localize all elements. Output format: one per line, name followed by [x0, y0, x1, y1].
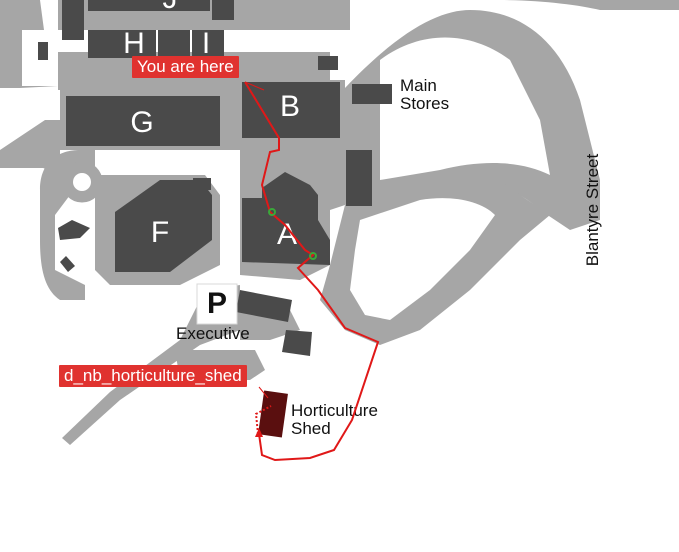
buildings [58, 0, 392, 438]
executive-label: Executive [176, 324, 250, 343]
building-f[interactable] [115, 180, 212, 272]
building-b-label: B [280, 90, 300, 123]
route-dotted-end [254, 405, 272, 435]
building-g-label: G [130, 106, 153, 139]
main-stores-label-line2: Stores [400, 94, 449, 113]
you-are-here-tag: You are here [132, 56, 239, 78]
route [244, 81, 380, 462]
waypoint-marker-icon [268, 208, 317, 260]
building-j[interactable] [88, 0, 210, 11]
building-h[interactable] [88, 30, 156, 58]
building-i-label: I [202, 27, 210, 60]
building-a-label: A [277, 218, 297, 251]
destination-tag: d_nb_horticulture_shed [59, 365, 247, 387]
building-g[interactable] [66, 96, 220, 146]
building-b[interactable] [242, 82, 340, 138]
destination-arrow-icon [255, 428, 263, 437]
building-j-label: J [163, 0, 178, 15]
route-line [244, 81, 380, 462]
shed-label-line2: Shed [291, 419, 331, 438]
building-i[interactable] [192, 30, 224, 58]
parking-symbol: P [207, 287, 227, 320]
street-label: Blantyre Street [583, 154, 602, 267]
building-horticulture-shed[interactable] [258, 390, 288, 438]
shed-label-line1: Horticulture [291, 401, 378, 420]
parking-icon: P [196, 283, 238, 325]
building-h-label: H [123, 27, 145, 60]
building-main-stores[interactable] [352, 84, 392, 104]
building-f-label: F [151, 216, 169, 249]
main-stores-label-line1: Main [400, 76, 437, 95]
